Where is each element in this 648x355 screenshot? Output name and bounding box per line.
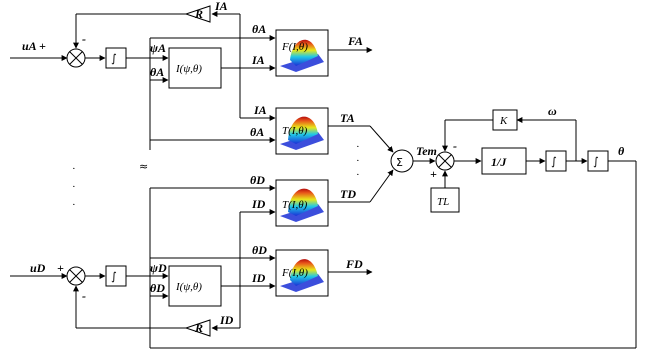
torque-sum-label: Σ: [396, 156, 403, 169]
uA-minus-sign: -: [82, 32, 86, 46]
thetaA-top-label: θA: [252, 22, 266, 36]
mid-dots-2: ·: [356, 155, 360, 167]
theta-out-label: θ: [618, 144, 625, 158]
Tem-label: Tem: [416, 144, 437, 158]
mid-dots-3: ·: [356, 169, 360, 181]
sum-junction-D: [66, 266, 86, 286]
force-map-D-label: F(I,θ): [281, 267, 308, 279]
ID-bot-label: ID: [251, 271, 266, 285]
gain-K-label: K: [499, 115, 508, 127]
torque-map-D-block: [275, 179, 329, 227]
wire-TA-to-sum: [369, 125, 394, 153]
sum-junction-mech: [435, 151, 455, 171]
uD-plus-sign: +: [57, 261, 64, 275]
ID-feedback-label: ID: [219, 313, 234, 327]
IA-top-label: IA: [214, 0, 228, 13]
gain-R-top-label: R: [194, 7, 203, 21]
gain-R-top-block: [184, 5, 211, 23]
IA-mid2-label: IA: [253, 103, 267, 117]
integrator-D-label: ∫: [111, 270, 117, 283]
FA-label: FA: [347, 34, 363, 48]
ID-mid-label: ID: [251, 197, 266, 211]
left-dots-2: ·: [72, 181, 76, 193]
bus-break-mask: [140, 150, 160, 176]
force-map-A-label: F(I,θ): [281, 41, 308, 53]
load-torque-label: TL: [437, 196, 449, 208]
psiA-label: ψA: [150, 41, 166, 55]
uD-label: uD: [30, 261, 46, 275]
thetaD-mid-label: θD: [250, 173, 265, 187]
torque-map-A-label: T(I,θ): [282, 125, 308, 137]
approx-symbol: ≈: [139, 160, 148, 173]
flux-map-D-label: I(ψ,θ): [175, 281, 202, 293]
wire-TD-to-sum: [369, 169, 394, 203]
uA-label: uA +: [22, 39, 46, 53]
FD-label: FD: [345, 257, 363, 271]
thetaA-left-label: θA: [150, 65, 164, 79]
mid-dots-1: ·: [356, 141, 360, 153]
force-map-D-block: [275, 249, 329, 297]
left-dots-1: ·: [72, 163, 76, 175]
psiD-label: ψD: [150, 261, 167, 275]
gain-R-bot-block: [184, 319, 211, 337]
thetaD-bot-label: θD: [252, 243, 267, 257]
flux-map-D-block: [168, 265, 222, 307]
thetaA-mid-label: θA: [250, 125, 264, 139]
inertia-block: [481, 147, 527, 175]
inertia-label: 1/J: [491, 155, 507, 169]
minus-sign-mech: -: [453, 139, 457, 153]
force-map-A-block: [275, 29, 329, 77]
sum-junction-A: [66, 48, 86, 68]
left-dots-3: ·: [72, 199, 76, 211]
flux-map-A-block: [168, 47, 222, 89]
TD-label: TD: [340, 187, 356, 201]
load-torque-block: [430, 187, 460, 213]
omega-label: ω: [548, 104, 557, 118]
flux-map-A-label: I(ψ,θ): [175, 63, 202, 75]
integrator-A-label: ∫: [111, 52, 117, 65]
plus-sign-mech: +: [430, 167, 437, 181]
torque-map-A-block: [275, 107, 329, 155]
uD-minus-sign: -: [82, 289, 86, 303]
integrator-theta-label: ∫: [593, 155, 599, 168]
integrator-omega-label: ∫: [551, 155, 557, 168]
IA-mid-label: IA: [251, 53, 265, 67]
TA-label: TA: [340, 111, 355, 125]
gain-R-bot-label: R: [194, 321, 203, 335]
thetaD-left-label: θD: [150, 281, 165, 295]
torque-map-D-label: T(I,θ): [282, 199, 308, 211]
